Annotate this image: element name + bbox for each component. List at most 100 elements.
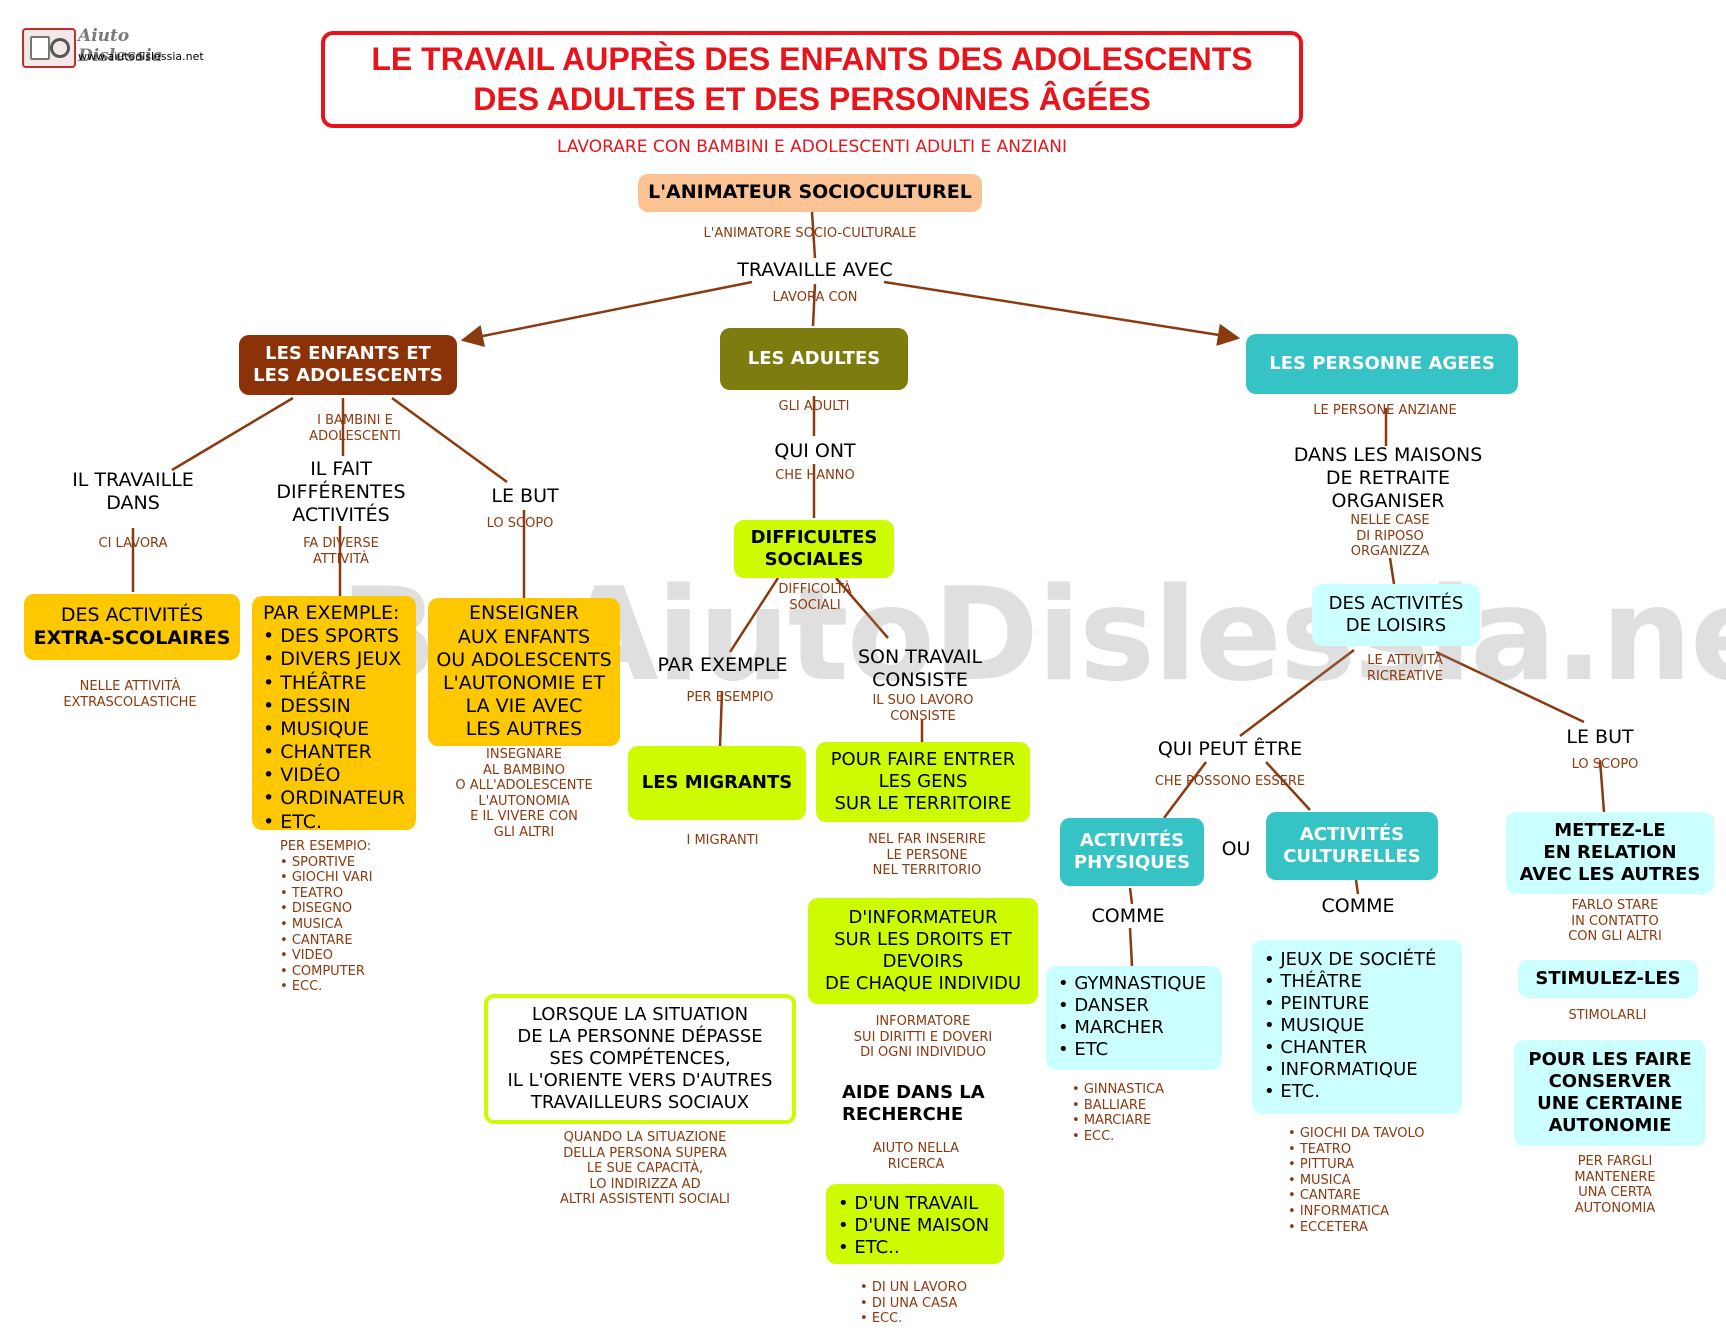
node-lorsque-tr: DELLA PERSONA SUPERA [563,1145,727,1161]
root-node-animateur[interactable]: L'ANIMATEUR SOCIOCULTUREL [638,174,982,212]
node-enseigner-line: AUX ENFANTS [457,625,591,648]
node-lorsque-line: LORSQUE LA SITUATION [531,1004,749,1026]
node-migrants[interactable]: LES MIGRANTS [628,746,806,820]
node-conserver-autonomie[interactable]: POUR LES FAIRE CONSERVER UNE CERTAINE AU… [1514,1040,1706,1146]
node-travail-maison-list[interactable]: D'UN TRAVAIL D'UNE MAISON ETC.. [826,1184,1004,1264]
node-enseigner-tr: GLI ALTRI [493,824,555,840]
link-maisons-tr: DI RIPOSO [1356,528,1424,544]
node-activites-physiques[interactable]: ACTIVITÉS PHYSIQUES [1060,818,1204,886]
node-enseigner-tr: INSEGNARE [486,747,562,762]
list-item: CANTARE [1288,1188,1458,1204]
link-comme-physiques: COMME [1091,905,1165,927]
link-il-fait-activites: IL FAIT DIFFÉRENTES ACTIVITÉS [256,458,426,526]
list-item: MUSICA [280,917,420,933]
link-comme-culturelles: COMME [1321,895,1395,917]
list-item: ECC. [1072,1129,1212,1145]
node-adultes[interactable]: LES ADULTES [720,328,908,390]
node-mettez-tr: CON GLI ALTRI [1568,929,1662,945]
list-item: MARCIARE [1072,1113,1212,1129]
node-enseigner[interactable]: ENSEIGNER AUX ENFANTS OU ADOLESCENTS L'A… [428,598,620,746]
list-item: TEATRO [1288,1142,1458,1158]
list-item: MARCHER [1058,1017,1222,1039]
node-enseigner-line: LES AUTRES [465,718,583,741]
node-enseigner-line: ENSEIGNER [468,602,580,625]
list-item: ETC. [263,811,416,834]
node-adultes-translation: GLI ADULTI [778,399,850,414]
line-but-mettez [1598,759,1606,813]
node-informateur-tr: SUI DIRITTI E DOVERI [853,1029,993,1045]
list-item: DISEGNO [280,901,420,917]
logo[interactable]: Aiuto Dislessia www.aiutodislessia.net [22,26,212,68]
node-conserver-translation: PER FARGLI MANTENERE UNA CERTA AUTONOMIA [1540,1154,1690,1216]
node-lorsque[interactable]: LORSQUE LA SITUATION DE LA PERSONNE DÉPA… [484,994,796,1124]
line-loisirs-but [1435,650,1585,724]
node-faire-entrer-line: POUR FAIRE ENTRER [830,749,1016,771]
node-conserver-line: CONSERVER [1548,1071,1672,1093]
node-conserver-line: UNE CERTAINE [1537,1093,1683,1114]
link-maisons-line: ORGANISER [1331,489,1445,512]
node-lorsque-translation: QUANDO LA SITUAZIONE DELLA PERSONA SUPER… [520,1130,770,1208]
node-difficultes-tr2: SOCIALI [789,597,841,613]
link-par-exemple-adultes-translation: PER ESEMPIO [686,690,774,705]
line-enfants-but [391,396,508,484]
node-difficultes-sociales[interactable]: DIFFICULTES SOCIALES [734,520,894,578]
list-item: DESSIN [263,695,416,718]
link-qui-ont: QUI ONT [774,440,856,462]
node-lorsque-line: DE LA PERSONNE DÉPASSE [517,1026,763,1048]
link-le-but-enfants-translation: LO SCOPO [486,516,554,531]
link-il-travaille-dans: IL TRAVAILLE DANS [48,469,218,515]
node-adultes-label: LES ADULTES [747,348,881,370]
list-item: TEATRO [280,886,420,902]
link-le-but-enfants: LE BUT [491,485,559,507]
line-enfants-dans [171,396,294,472]
list-item: DANSER [1058,995,1222,1017]
node-personnes-agees[interactable]: LES PERSONNE AGEES [1246,334,1518,394]
node-activites-culturelles[interactable]: ACTIVITÉS CULTURELLES [1266,812,1438,880]
link-il-fait-l2: DIFFÉRENTES [276,480,406,503]
link-son-travail-tr1: IL SUO LAVORO [872,693,974,708]
node-faire-entrer-translation: NEL FAR INSERIRE LE PERSONE NEL TERRITOR… [820,832,1034,879]
list-item: DIVERS JEUX [263,648,416,671]
link-ou: OU [1221,838,1251,860]
node-physiques-l1: ACTIVITÉS [1079,830,1185,852]
link-il-travaille-dans-l2: DANS [106,491,160,514]
node-informateur-line: SUR LES DROITS ET [834,929,1012,951]
link-qui-peut-etre-translation: CHE POSSONO ESSERE [1154,774,1306,789]
node-difficultes-l1: DIFFICULTES [750,527,878,549]
link-il-fait-translation: FA DIVERSE ATTIVITÀ [266,536,416,567]
node-physiques-list[interactable]: GYMNASTIQUE DANSER MARCHER ETC [1046,966,1222,1070]
link-il-travaille-dans-l1: IL TRAVAILLE [72,469,194,491]
node-enseigner-line: LA VIE AVEC [465,695,583,718]
link-maisons-translation: NELLE CASE DI RIPOSO ORGANIZZA [1310,513,1470,560]
node-par-exemple-list[interactable]: PAR EXEMPLE: DES SPORTS DIVERS JEUX THÉÂ… [252,596,416,833]
node-informateur-line: D'INFORMATEUR [848,907,998,929]
node-faire-entrer[interactable]: POUR FAIRE ENTRER LES GENS SUR LE TERRIT… [816,742,1030,822]
logo-name: Aiuto Dislessia [78,26,163,66]
node-mettez-tr: IN CONTATTO [1571,913,1659,929]
list-item: GIOCHI DA TAVOLO [1288,1126,1458,1142]
node-enfants-translation: I BAMBINI E ADOLESCENTI [280,413,430,444]
node-mettez-tr: FARLO STARE [1571,898,1659,913]
list-item: PEINTURE [1264,993,1462,1015]
node-informateur[interactable]: D'INFORMATEUR SUR LES DROITS ET DEVOIRS … [808,898,1038,1004]
line-loisirs-quipeut [1239,649,1355,737]
node-travail-maison-translation: DI UN LAVORO DI UNA CASA ECC. [860,1280,1010,1327]
link-il-fait-l3: ACTIVITÉS [292,503,390,526]
node-par-exemple-tr-header: PER ESEMPIO: [280,839,372,854]
link-maisons-line: DE RETRAITE [1325,466,1451,489]
node-extra-scolaires[interactable]: DES ACTIVITÉS EXTRA-SCOLAIRES [24,594,240,660]
node-activites-loisirs[interactable]: DES ACTIVITÉS DE LOISIRS [1312,584,1480,646]
node-mettez-relation[interactable]: METTEZ-LE EN RELATION AVEC LES AUTRES [1506,812,1714,894]
list-item: DI UNA CASA [860,1296,1010,1312]
node-loisirs-tr1: LE ATTIVITÀ [1367,653,1443,668]
node-culturelles-list[interactable]: JEUX DE SOCIÉTÉ THÉÂTRE PEINTURE MUSIQUE… [1252,940,1462,1114]
node-enfants-adolescents[interactable]: LES ENFANTS ET LES ADOLESCENTS [239,335,457,395]
node-extra-l1: DES ACTIVITÉS [60,603,204,626]
node-lorsque-line: SES COMPÉTENCES, [549,1048,731,1070]
line-root-travaille [810,211,817,259]
list-item: THÉÂTRE [263,672,416,695]
list-item: ECC. [280,979,420,995]
link-qui-ont-translation: CHE HANNO [775,468,855,483]
node-stimulez[interactable]: STIMULEZ-LES [1518,960,1698,998]
node-aide-l2: RECHERCHE [842,1103,964,1125]
